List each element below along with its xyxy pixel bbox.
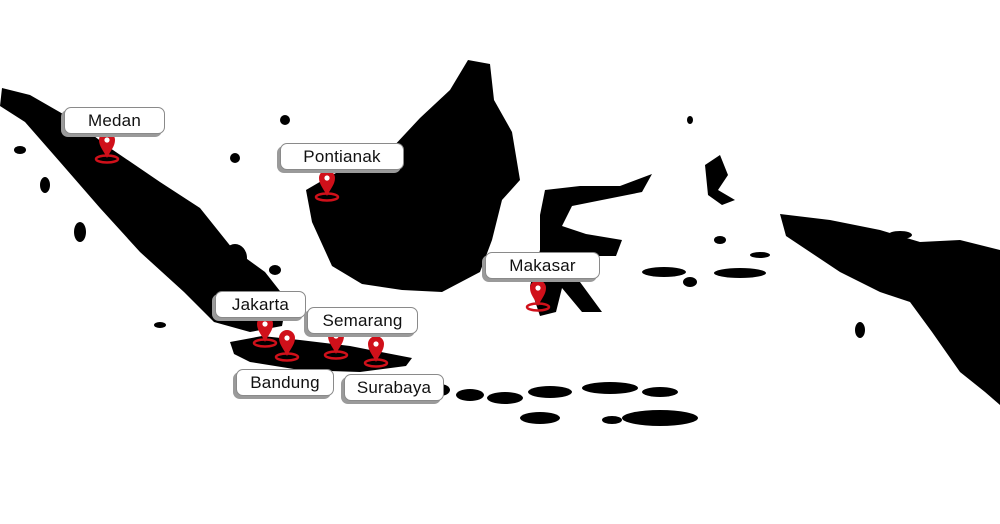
map-pin-icon[interactable] [313,168,341,202]
island-halmahera [705,155,735,205]
island-sulawesi [530,174,652,316]
map-pin-icon[interactable] [273,328,301,362]
city-label-jakarta[interactable]: Jakarta [215,291,306,318]
map-pin-icon[interactable] [322,326,350,360]
city-label-medan[interactable]: Medan [64,107,165,134]
island-sumatra [0,88,287,332]
city-label-makasar[interactable]: Makasar [485,252,600,279]
city-label-pontianak[interactable]: Pontianak [280,143,404,170]
city-label-bandung[interactable]: Bandung [236,369,334,396]
map-pin-icon[interactable] [93,130,121,164]
island-papua [780,214,1000,405]
map-pin-icon[interactable] [524,278,552,312]
island-borneo [306,60,520,292]
city-label-surabaya[interactable]: Surabaya [344,374,444,401]
map-pin-icon[interactable] [251,314,279,348]
map-pin-icon[interactable] [362,334,390,368]
city-label-semarang[interactable]: Semarang [307,307,418,334]
